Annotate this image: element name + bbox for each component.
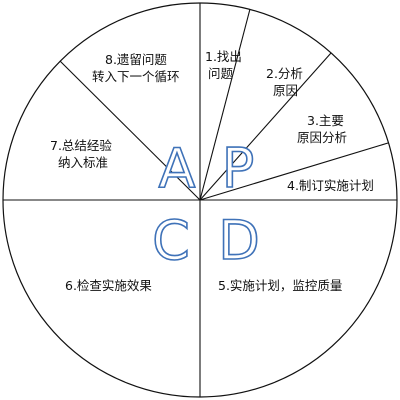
step-8-label: 8.遗留问题 转入下一个循环: [92, 52, 180, 84]
letter-d: D: [218, 209, 260, 272]
step-1-line-1: 1.找出: [205, 49, 242, 64]
step-2-line-1: 2.分析: [266, 66, 303, 81]
divider-7-8: [59, 60, 201, 201]
letter-c: C: [152, 209, 190, 272]
step-5-label: 5.实施计划，监控质量: [218, 278, 342, 293]
step-6-label: 6.检查实施效果: [65, 278, 152, 293]
step-4-line-1: 4.制订实施计划: [287, 178, 374, 193]
letter-a: A: [159, 137, 196, 200]
step-8-line-1: 8.遗留问题: [105, 52, 167, 67]
step-2-line-2: 原因: [273, 83, 298, 98]
divider-2-3: [199, 52, 332, 201]
divider-3-4: [199, 142, 389, 201]
letter-p: P: [222, 137, 255, 200]
step-3-line-2: 原因分析: [297, 130, 347, 145]
step-7-line-1: 7.总结经验: [50, 138, 112, 153]
step-7-line-2: 纳入标准: [58, 155, 108, 170]
step-1-line-2: 问题: [208, 66, 234, 81]
step-3-label: 3.主要 原因分析: [297, 113, 348, 145]
step-2-label: 2.分析 原因: [266, 66, 307, 98]
step-3-line-1: 3.主要: [307, 113, 344, 128]
step-5-line-1: 5.实施计划，监控质量: [218, 278, 342, 293]
step-6-line-1: 6.检查实施效果: [65, 278, 152, 293]
step-8-line-2: 转入下一个循环: [92, 69, 180, 84]
divider-1-2: [199, 8, 251, 201]
sector-dividers: [3, 3, 397, 397]
step-4-label: 4.制订实施计划: [287, 178, 374, 193]
step-7-label: 7.总结经验 纳入标准: [50, 138, 116, 170]
step-1-label: 1.找出 问题: [205, 49, 246, 81]
